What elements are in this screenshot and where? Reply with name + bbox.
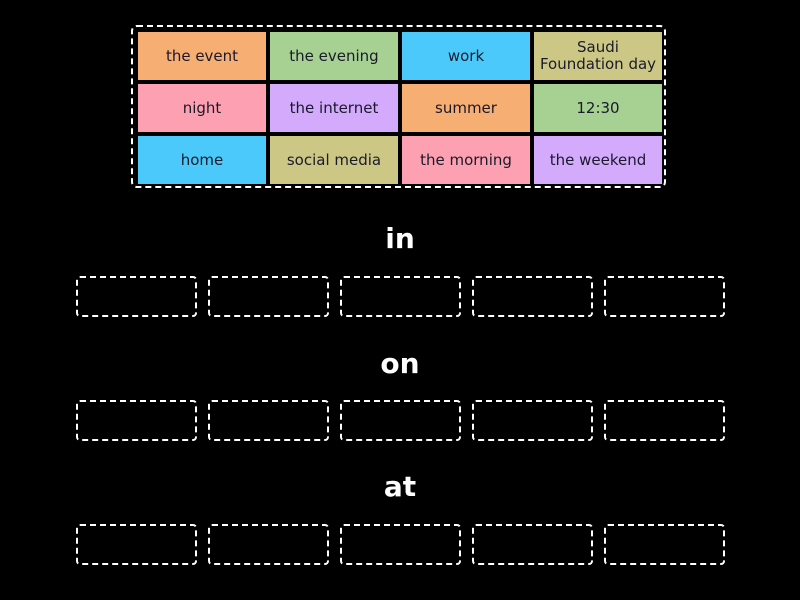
- drop-zone[interactable]: [604, 400, 725, 441]
- group-heading: at: [383, 470, 417, 503]
- drop-zone[interactable]: [472, 524, 593, 565]
- drop-zone[interactable]: [208, 276, 329, 317]
- drop-zone[interactable]: [604, 524, 725, 565]
- drop-zone[interactable]: [340, 276, 461, 317]
- drop-zone[interactable]: [472, 276, 593, 317]
- answer-card[interactable]: work: [402, 32, 530, 80]
- answer-card[interactable]: night: [138, 84, 266, 132]
- answer-card[interactable]: home: [138, 136, 266, 184]
- answer-card[interactable]: summer: [402, 84, 530, 132]
- drop-zone[interactable]: [340, 400, 461, 441]
- drop-zone[interactable]: [76, 524, 197, 565]
- answer-card[interactable]: the morning: [402, 136, 530, 184]
- answer-card[interactable]: Saudi Foundation day: [534, 32, 662, 80]
- drop-zone[interactable]: [76, 276, 197, 317]
- drop-zone[interactable]: [604, 276, 725, 317]
- drop-zone[interactable]: [208, 400, 329, 441]
- answer-card[interactable]: the event: [138, 32, 266, 80]
- answer-card[interactable]: the evening: [270, 32, 398, 80]
- drop-zone[interactable]: [76, 400, 197, 441]
- group-heading: on: [380, 347, 420, 380]
- group-heading: in: [385, 222, 415, 255]
- card-bank: [131, 25, 666, 188]
- answer-card[interactable]: social media: [270, 136, 398, 184]
- answer-card[interactable]: 12:30: [534, 84, 662, 132]
- drop-zone[interactable]: [340, 524, 461, 565]
- drop-zone[interactable]: [472, 400, 593, 441]
- answer-card[interactable]: the weekend: [534, 136, 662, 184]
- answer-card[interactable]: the internet: [270, 84, 398, 132]
- drop-zone[interactable]: [208, 524, 329, 565]
